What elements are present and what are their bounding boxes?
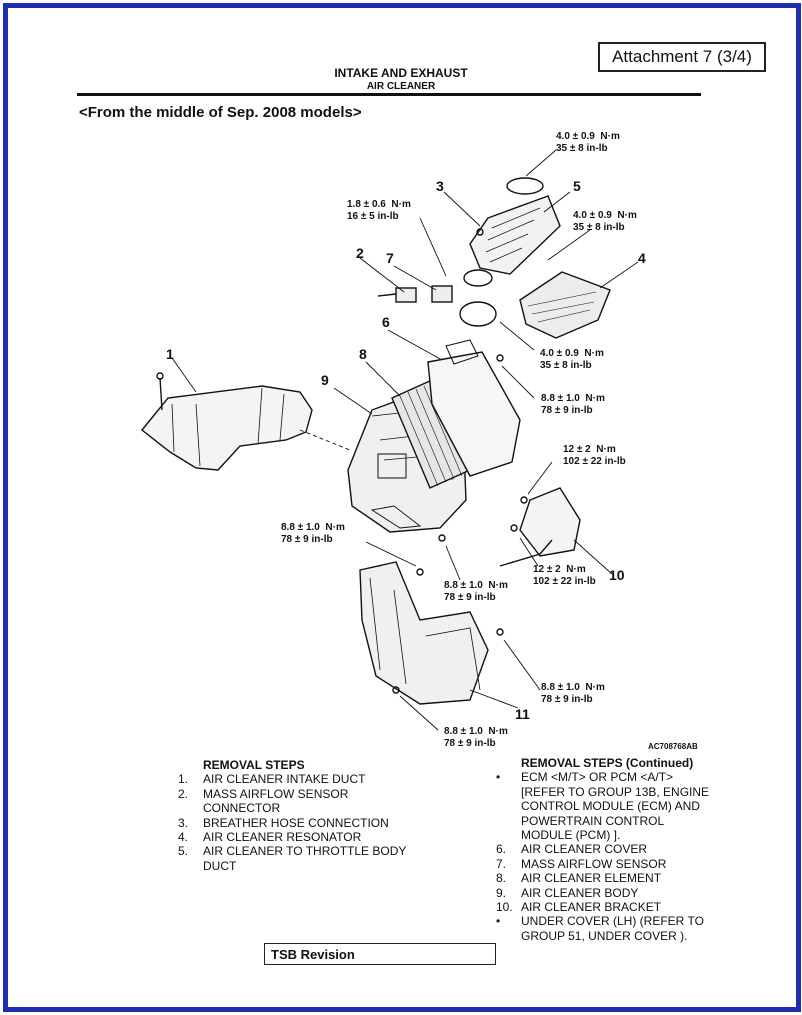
callout-5: 5 [573, 178, 581, 194]
torque-label: 12 ± 2 N·m 102 ± 22 in-lb [563, 444, 626, 467]
callout-3: 3 [436, 178, 444, 194]
attachment-label: Attachment 7 (3/4) [598, 42, 766, 72]
removal-steps: REMOVAL STEPS 1.AIR CLEANER INTAKE DUCT … [178, 758, 413, 873]
air-cleaner-cover-part [427, 351, 521, 477]
torque-label: 4.0 ± 0.9 N·m 35 ± 8 in-lb [573, 210, 637, 233]
list-item: 4.AIR CLEANER RESONATOR [178, 830, 362, 845]
torque-label: 4.0 ± 0.9 N·m 35 ± 8 in-lb [540, 348, 604, 371]
callout-11: 11 [515, 706, 530, 722]
bracket-part [519, 487, 581, 557]
torque-label: 8.8 ± 1.0 N·m 78 ± 9 in-lb [444, 580, 508, 603]
callout-1: 1 [166, 346, 174, 362]
torque-label: 8.8 ± 1.0 N·m 78 ± 9 in-lb [541, 682, 605, 705]
list-item: 5.AIR CLEANER TO THROTTLE BODY DUCT [178, 844, 407, 873]
list-item: 2.MASS AIRFLOW SENSOR CONNECTOR [178, 786, 349, 816]
callout-2: 2 [356, 245, 364, 261]
maf-sensor-part [431, 285, 453, 303]
intake-duct-part [141, 385, 313, 471]
torque-label: 8.8 ± 1.0 N·m 78 ± 9 in-lb [541, 393, 605, 416]
removal-steps-title: REMOVAL STEPS [203, 758, 305, 772]
section-subtitle: AIR CLEANER [366, 81, 436, 92]
list-item: •ECM <M/T> OR PCM <A/T> [REFER TO GROUP … [496, 770, 710, 843]
list-item: 7.MASS AIRFLOW SENSOR [496, 856, 667, 871]
torque-label: 8.8 ± 1.0 N·m 78 ± 9 in-lb [281, 522, 345, 545]
removal-steps-continued-title: REMOVAL STEPS (Continued) [521, 756, 694, 770]
torque-label: 8.8 ± 1.0 N·m 78 ± 9 in-lb [444, 726, 508, 749]
resonator-part [519, 271, 611, 339]
throttle-duct-part [469, 195, 561, 275]
callout-9: 9 [321, 372, 329, 388]
section-title: INTAKE AND EXHAUST [334, 66, 468, 80]
callout-7: 7 [386, 250, 394, 266]
list-item: 10.AIR CLEANER BRACKET [496, 900, 662, 915]
callout-8: 8 [359, 346, 367, 362]
list-item: 6.AIR CLEANER COVER [496, 842, 648, 857]
header-rule [77, 93, 701, 96]
list-item: •UNDER COVER (LH) (REFER TO GROUP 51, UN… [496, 914, 704, 943]
callout-6: 6 [382, 314, 390, 330]
maf-connector-part [395, 287, 417, 303]
torque-label: 12 ± 2 N·m 102 ± 22 in-lb [533, 564, 596, 587]
list-item: 1.AIR CLEANER INTAKE DUCT [178, 772, 366, 787]
removal-steps-continued: REMOVAL STEPS (Continued) •ECM <M/T> OR … [496, 756, 711, 943]
list-item: 3.BREATHER HOSE CONNECTION [178, 815, 389, 830]
list-item: 8.AIR CLEANER ELEMENT [496, 871, 662, 886]
figure-code: AC708768AB [648, 742, 698, 751]
under-cover-part [359, 561, 489, 705]
tsb-revision-box: TSB Revision [264, 943, 496, 965]
torque-label: 4.0 ± 0.9 N·m 35 ± 8 in-lb [556, 131, 620, 154]
callout-10: 10 [609, 567, 625, 583]
page-border [3, 3, 801, 1012]
list-item: 9.AIR CLEANER BODY [496, 885, 639, 900]
model-subheading: <From the middle of Sep. 2008 models> [79, 104, 362, 121]
torque-label: 1.8 ± 0.6 N·m 16 ± 5 in-lb [347, 199, 411, 222]
callout-4: 4 [638, 250, 646, 266]
